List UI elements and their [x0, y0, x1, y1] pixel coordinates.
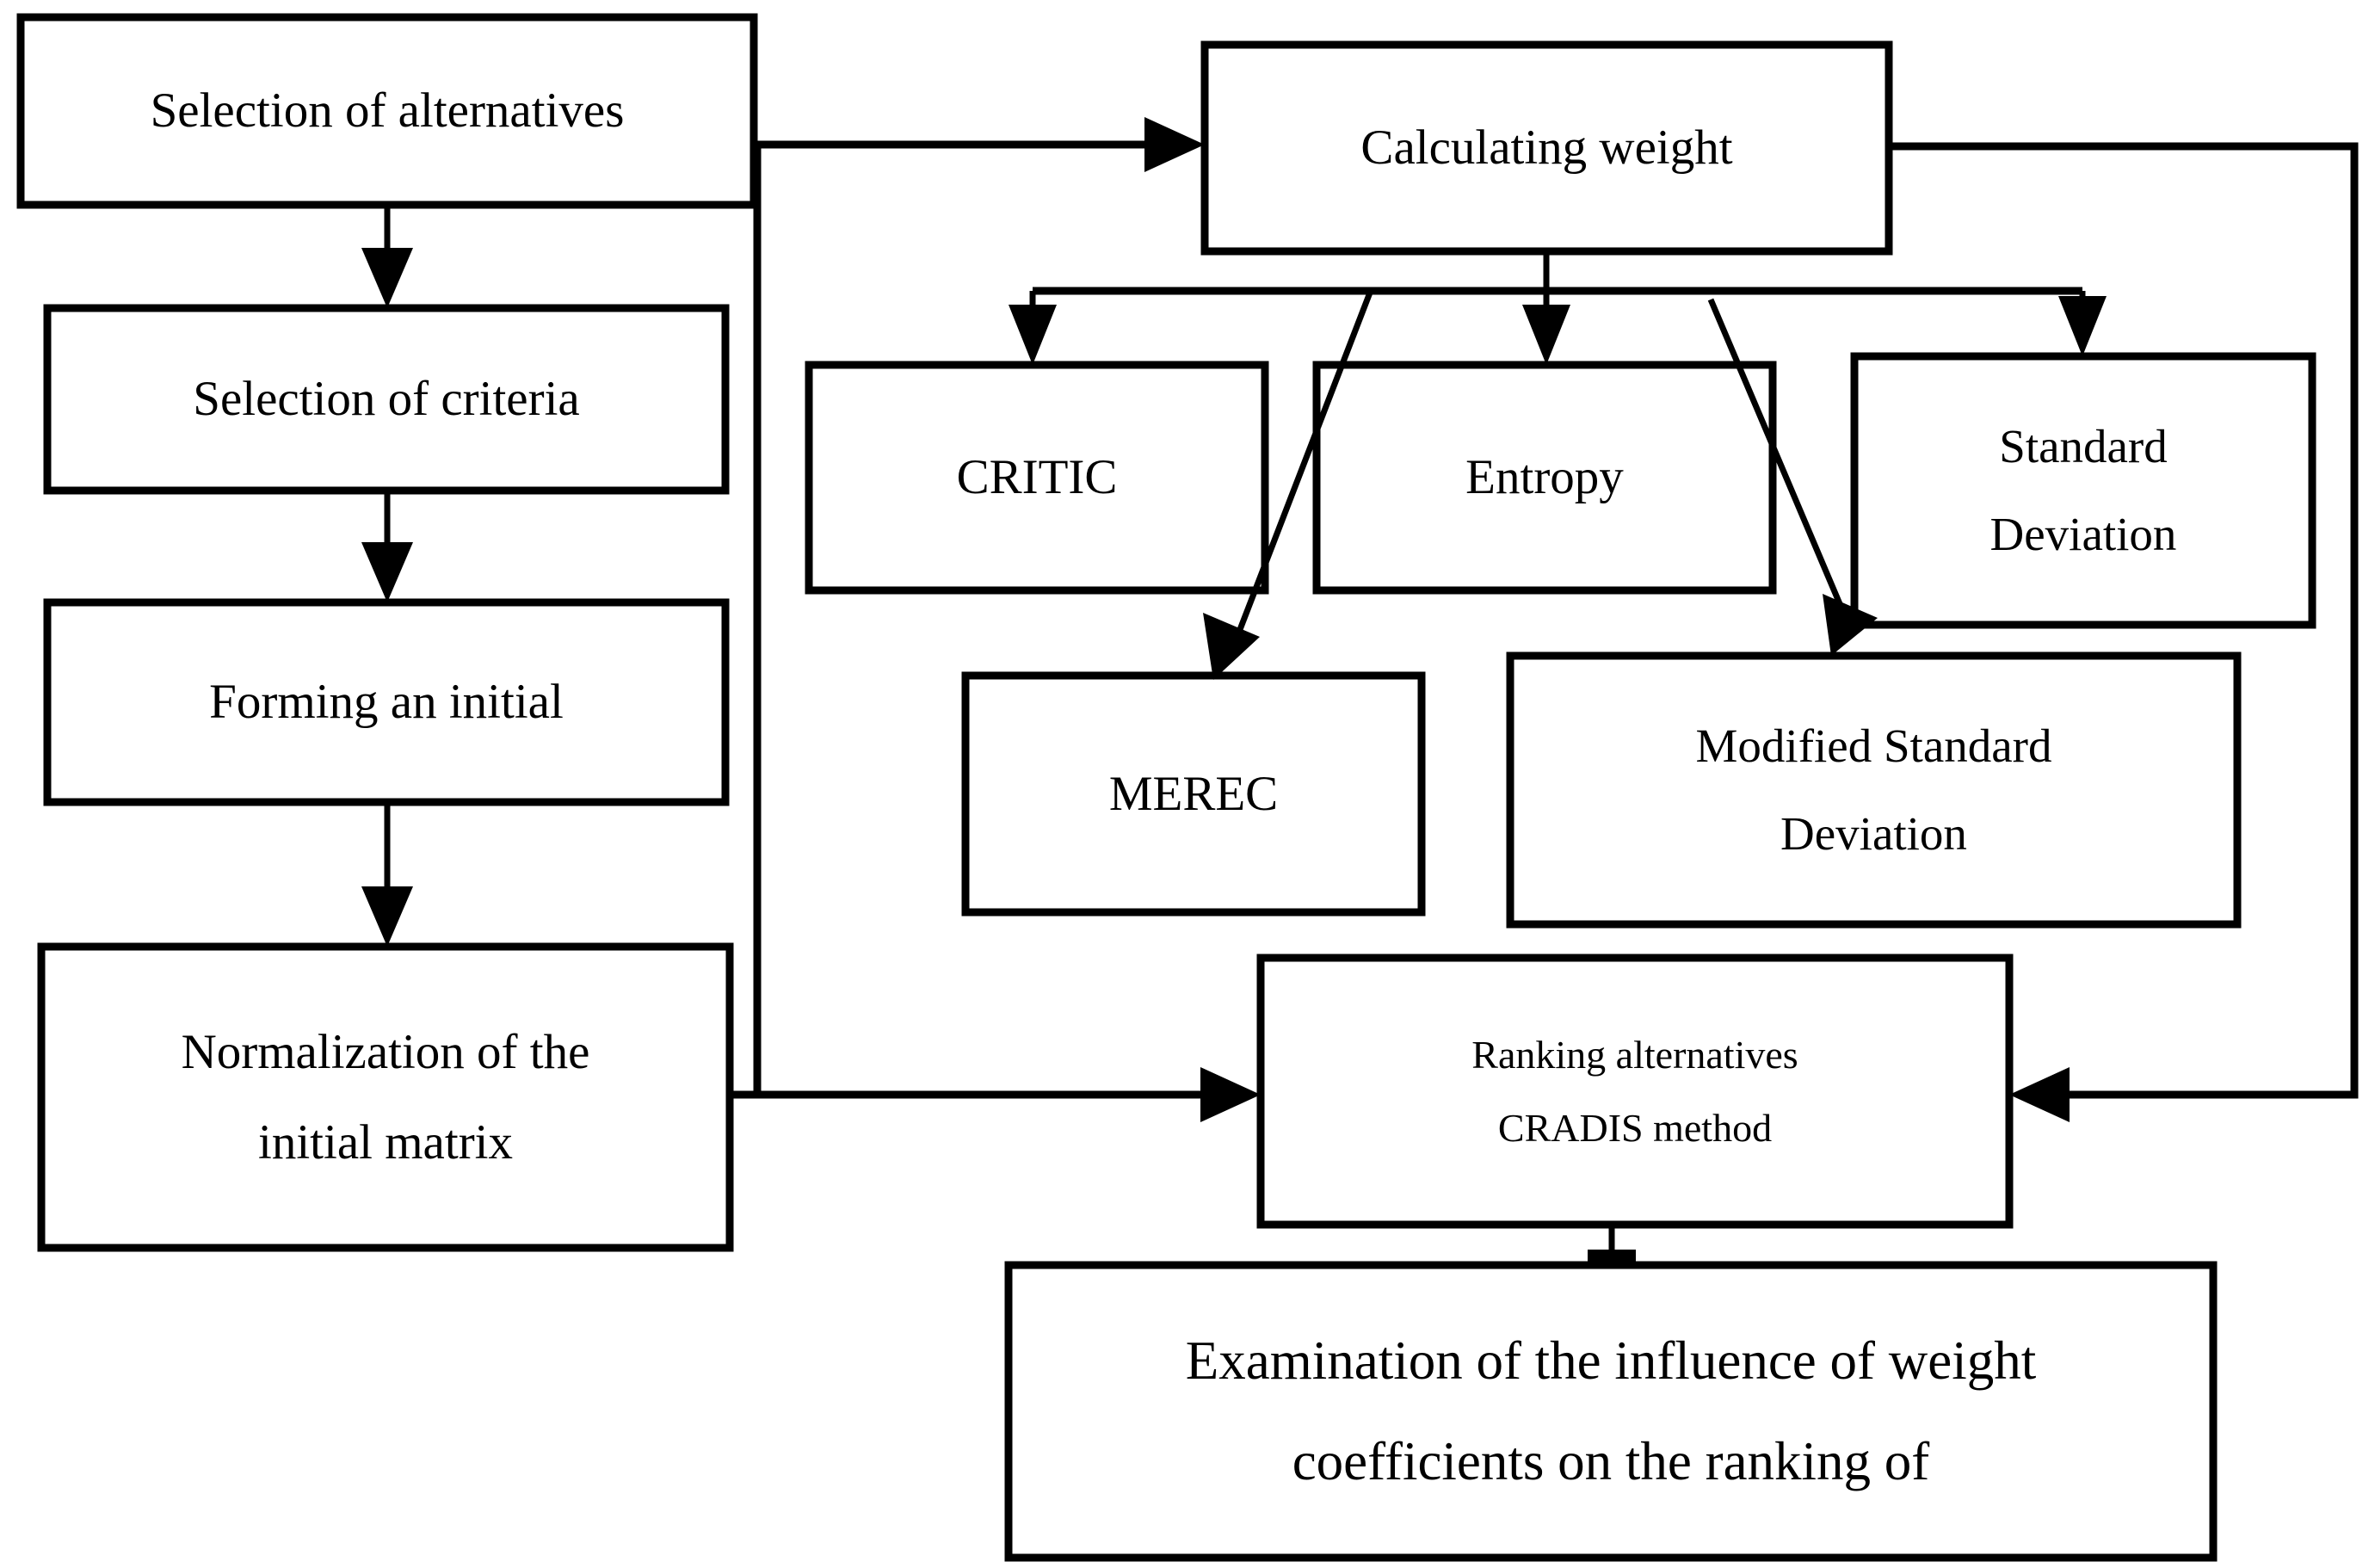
node-forming-an-initial[interactable]: [43, 598, 730, 806]
edge-calculating-weight-fanout: [1009, 251, 2107, 365]
node-ranking-alternatives[interactable]: [1256, 954, 2014, 1229]
edge-alternatives-to-criteria: [361, 205, 413, 308]
edge-diagonal-to-modified-standard-deviation: [1707, 298, 1878, 656]
edge-calculating-weight-to-ranking: [1889, 142, 2359, 1122]
edge-left-rail-to-calculating-weight: [753, 117, 1205, 1095]
node-critic[interactable]: [805, 361, 1269, 595]
node-examination[interactable]: [1004, 1261, 2218, 1562]
node-standard-deviation[interactable]: [1850, 352, 2316, 629]
node-selection-of-criteria[interactable]: [43, 304, 730, 495]
edge-normalization-to-ranking: [730, 1067, 1261, 1122]
edge-criteria-to-forming: [361, 491, 413, 602]
edge-diagonal-to-merec: [1203, 291, 1373, 680]
node-entropy[interactable]: [1312, 361, 1777, 595]
node-merec[interactable]: [961, 671, 1426, 917]
node-modified-standard-deviation[interactable]: [1506, 651, 2242, 929]
node-selection-of-alternatives[interactable]: [16, 13, 758, 209]
edge-forming-to-normalization: [361, 802, 413, 947]
edge-ranking-to-examination: [1588, 1225, 1636, 1265]
node-calculating-weight[interactable]: [1200, 40, 1893, 256]
node-normalization[interactable]: [37, 942, 734, 1252]
